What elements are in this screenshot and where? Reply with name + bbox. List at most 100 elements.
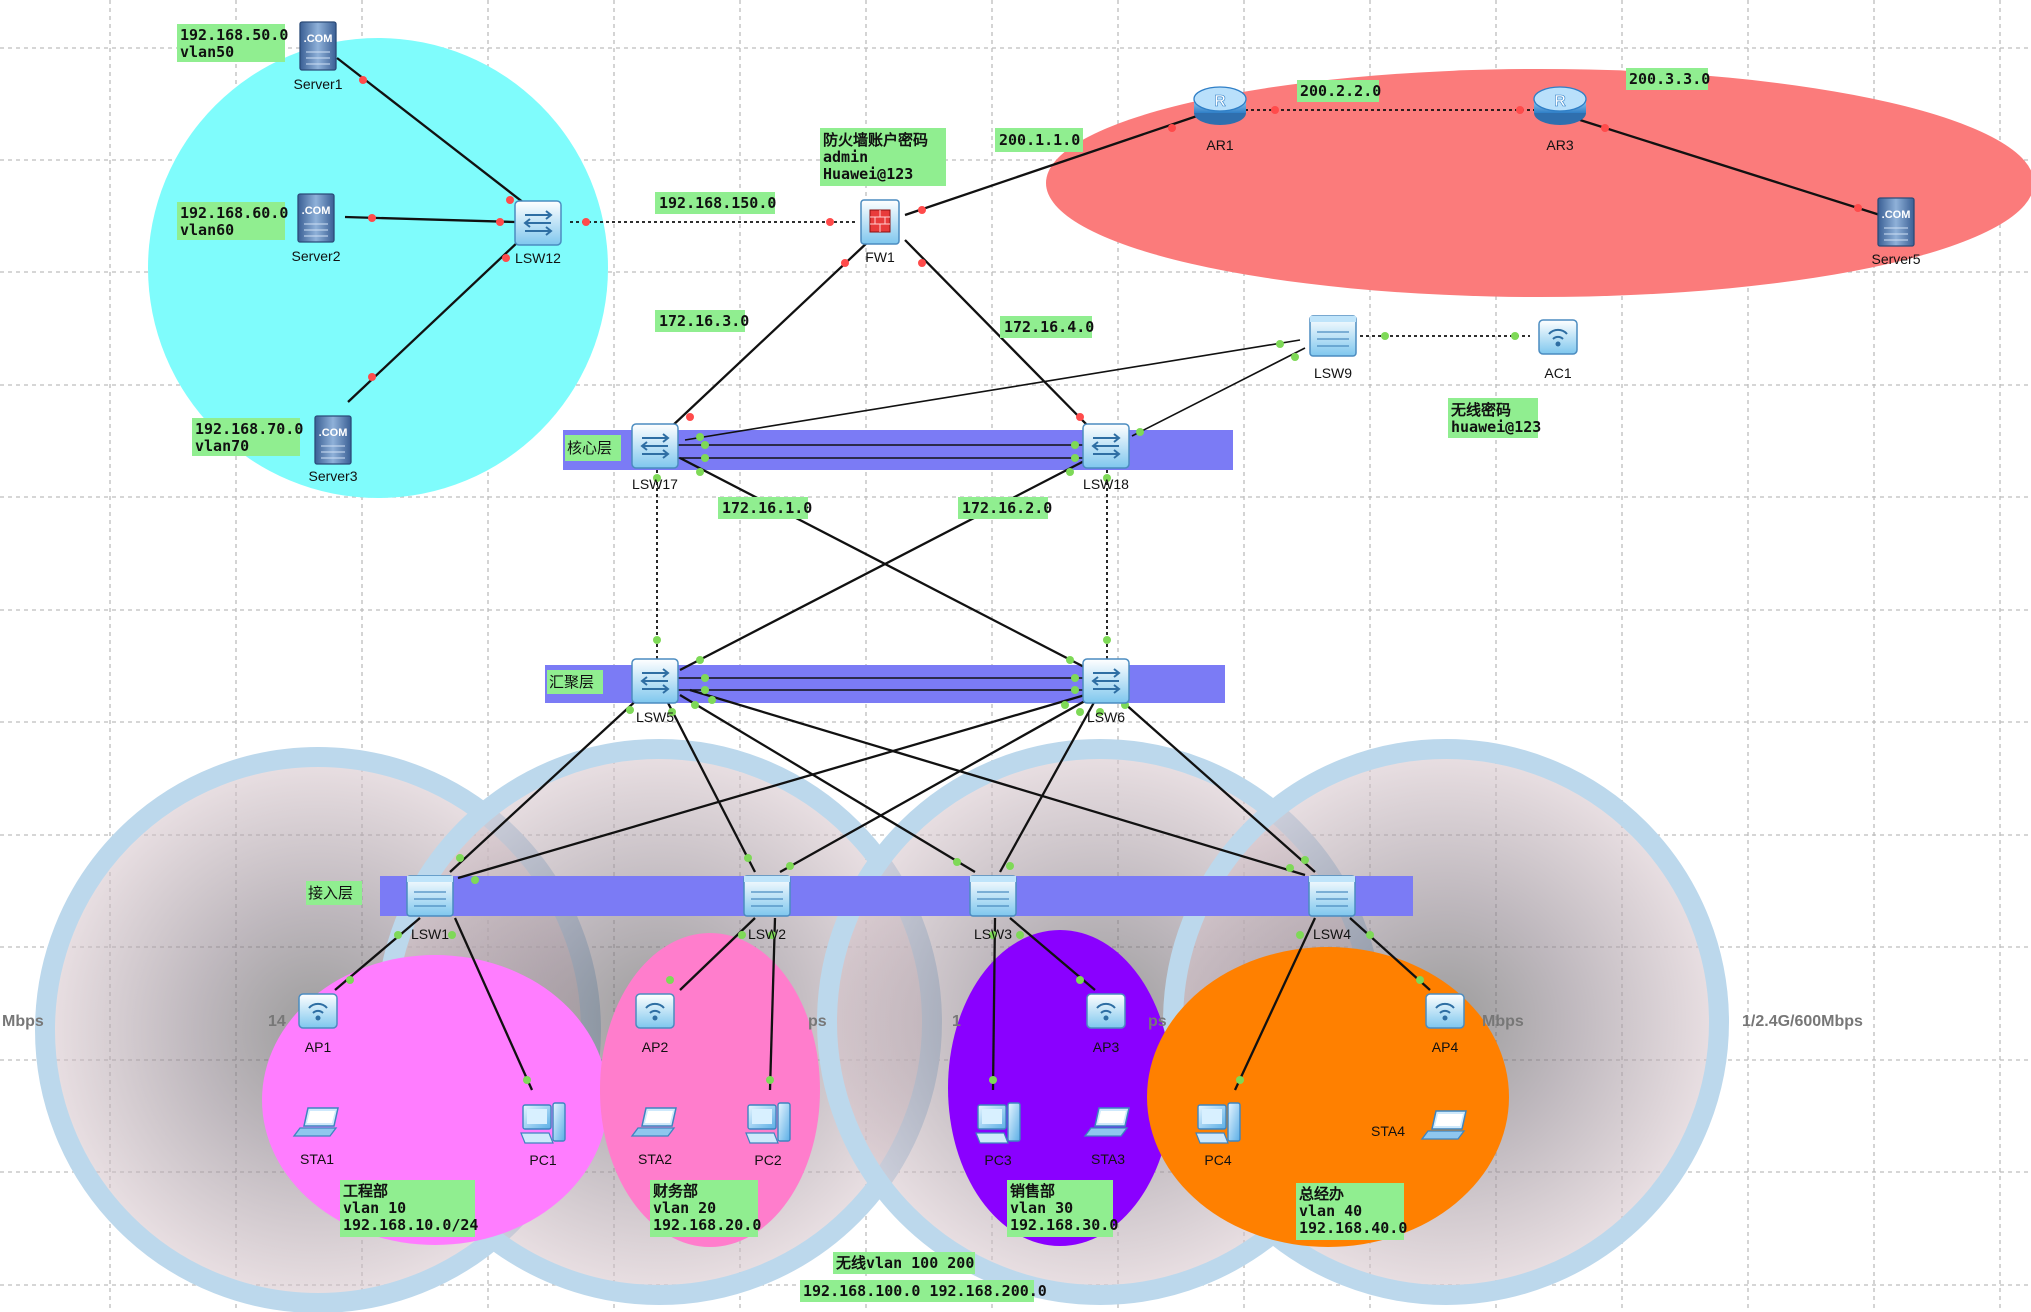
svg-text:ps: ps (1148, 1013, 1167, 1030)
pc-icon (520, 1102, 566, 1144)
svg-text:LSW17: LSW17 (632, 476, 678, 492)
svg-text:192.168.10.0/24: 192.168.10.0/24 (343, 1216, 478, 1234)
switch-icon (406, 875, 454, 917)
svg-text:无线密码: 无线密码 (1450, 401, 1511, 419)
access-controller-icon (1538, 319, 1578, 355)
pc2[interactable]: PC2 (745, 1102, 791, 1168)
server5[interactable]: Server5 (1871, 197, 1921, 267)
svg-text:vlan60: vlan60 (180, 221, 234, 239)
lsw6[interactable]: LSW6 (1082, 658, 1130, 725)
svg-text:1/2.4G/600Mbps: 1/2.4G/600Mbps (1742, 1013, 1863, 1030)
svg-text:vlan 20: vlan 20 (653, 1199, 716, 1217)
core-switch-icon (631, 423, 679, 469)
subnet-fw-lsw18: 172.16.4.0 (1004, 318, 1094, 336)
svg-text:vlan 40: vlan 40 (1299, 1202, 1362, 1220)
sta3[interactable]: STA3 (1084, 1107, 1130, 1167)
svg-text:Huawei@123: Huawei@123 (823, 165, 913, 183)
svg-text:vlan70: vlan70 (195, 437, 249, 455)
svg-text:PC2: PC2 (754, 1152, 781, 1168)
ap3[interactable]: AP3 (1086, 993, 1126, 1055)
sales-dept-note: 销售部 vlan 30 192.168.30.0 (1007, 1180, 1118, 1237)
fw1[interactable]: FW1 (860, 199, 900, 265)
subnet-labels: 192.168.150.0 200.1.1.0 200.2.2.0 200.3.… (655, 68, 1710, 519)
switch-icon (969, 875, 1017, 917)
core-layer-label: 核心层 (567, 439, 612, 457)
pc3[interactable]: PC3 (975, 1102, 1021, 1168)
aggregation-layer-label: 汇聚层 (549, 673, 594, 691)
svg-text:LSW4: LSW4 (1313, 926, 1351, 942)
svg-text:AP2: AP2 (642, 1039, 669, 1055)
subnet-lsw17-aggregation: 172.16.1.0 (722, 499, 812, 517)
svg-text:STA1: STA1 (300, 1151, 334, 1167)
ar3[interactable]: AR3 (1533, 86, 1587, 153)
ap4[interactable]: AP4 (1425, 993, 1465, 1055)
lsw1[interactable]: LSW1 (406, 875, 454, 942)
svg-text:Mbps: Mbps (2, 1013, 44, 1030)
svg-text:AR3: AR3 (1546, 137, 1573, 153)
svg-text:LSW9: LSW9 (1314, 365, 1352, 381)
svg-text:AC1: AC1 (1544, 365, 1571, 381)
firewall-icon (860, 199, 900, 245)
lsw2[interactable]: LSW2 (743, 875, 791, 942)
subnet-lsw18-aggregation: 172.16.2.0 (962, 499, 1052, 517)
pc1[interactable]: PC1 (520, 1102, 566, 1168)
svg-text:192.168.70.0: 192.168.70.0 (195, 420, 303, 438)
subnet-ar1-ar3: 200.2.2.0 (1300, 82, 1381, 100)
lsw18[interactable]: LSW18 (1082, 423, 1130, 492)
svg-text:销售部: 销售部 (1010, 1182, 1055, 1200)
wlan-rate-labels: Mbps 14 ps 1 ps Mbps 1/2.4G/600Mbps (2, 1013, 1863, 1030)
sta2[interactable]: STA2 (631, 1107, 677, 1167)
core-switch-icon (1082, 423, 1130, 469)
access-layer-label: 接入层 (308, 884, 353, 902)
server-icon (314, 415, 352, 465)
access-point-icon (1086, 993, 1126, 1029)
switch-icon (743, 875, 791, 917)
access-point-icon (298, 993, 338, 1029)
port-markers (346, 76, 1862, 1084)
subnet-fw-lsw17: 172.16.3.0 (659, 312, 749, 330)
lsw9[interactable]: LSW9 (1309, 315, 1357, 381)
aggregation-layer-label-bg (547, 670, 603, 694)
server1[interactable]: Server1 (293, 21, 343, 92)
wan-zone (1046, 69, 2031, 297)
pc4[interactable]: PC4 (1195, 1102, 1241, 1168)
svg-text:AP1: AP1 (305, 1039, 332, 1055)
server3-note: 192.168.70.0 vlan70 (192, 418, 303, 456)
svg-text:LSW18: LSW18 (1083, 476, 1129, 492)
lsw4[interactable]: LSW4 (1308, 875, 1356, 942)
svg-text:Server5: Server5 (1871, 251, 1920, 267)
server2-note: 192.168.60.0 vlan60 (177, 202, 288, 240)
sta1[interactable]: STA1 (293, 1107, 339, 1167)
finance-dept-note: 财务部 vlan 20 192.168.20.0 (650, 1180, 761, 1237)
svg-text:192.168.60.0: 192.168.60.0 (180, 204, 288, 222)
svg-text:admin: admin (823, 148, 868, 166)
svg-text:PC1: PC1 (529, 1152, 556, 1168)
server3[interactable]: Server3 (308, 415, 358, 484)
svg-text:vlan 10: vlan 10 (343, 1199, 406, 1217)
pc-icon (1195, 1102, 1241, 1144)
svg-text:FW1: FW1 (865, 249, 895, 265)
access-point-icon (635, 993, 675, 1029)
lsw5[interactable]: LSW5 (631, 658, 679, 725)
pc-icon (975, 1102, 1021, 1144)
ac1[interactable]: AC1 (1538, 319, 1578, 381)
svg-text:192.168.40.0: 192.168.40.0 (1299, 1219, 1407, 1237)
lsw3[interactable]: LSW3 (969, 875, 1017, 942)
ar1[interactable]: AR1 (1193, 86, 1247, 153)
wireless-password-note: 无线密码 huawei@123 (1448, 398, 1541, 438)
router-icon (1193, 86, 1247, 126)
lsw17[interactable]: LSW17 (631, 423, 679, 492)
ap1[interactable]: AP1 (298, 993, 338, 1055)
lsw12[interactable]: LSW12 (514, 200, 562, 266)
svg-text:LSW6: LSW6 (1087, 709, 1125, 725)
svg-text:Server1: Server1 (293, 76, 342, 92)
office-dept-zone (1147, 947, 1509, 1247)
svg-text:LSW1: LSW1 (411, 926, 449, 942)
server-icon (1877, 197, 1915, 247)
server2[interactable]: Server2 (291, 193, 341, 264)
svg-text:AP4: AP4 (1432, 1039, 1459, 1055)
svg-text:1: 1 (952, 1013, 961, 1030)
ap2[interactable]: AP2 (635, 993, 675, 1055)
sta4[interactable]: STA4 (1371, 1110, 1467, 1140)
